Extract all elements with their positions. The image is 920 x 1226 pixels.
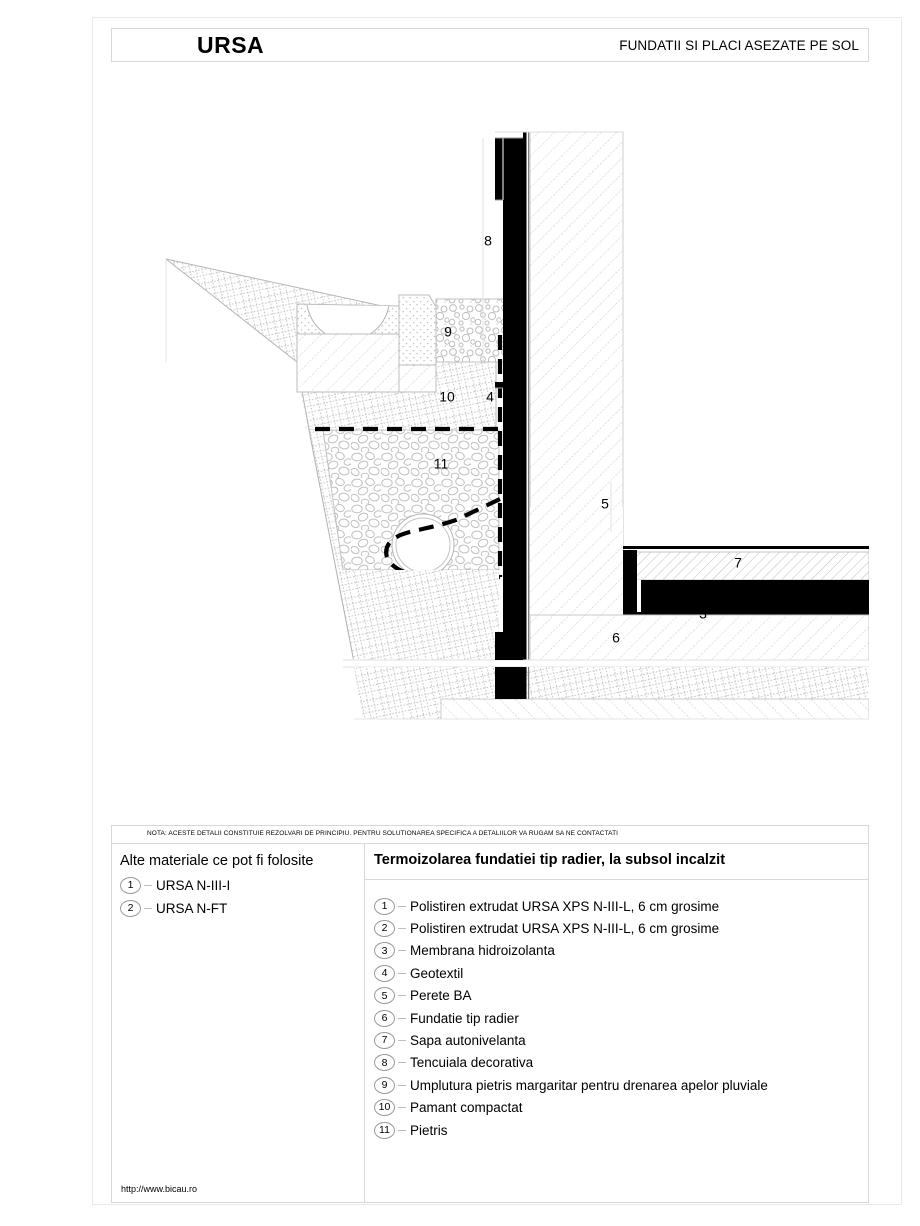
legend-item-bullet: 11 <box>374 1121 395 1139</box>
legend-item-label: Pietris <box>410 1122 448 1138</box>
legend-item-dash <box>398 1129 406 1131</box>
alternative-material-dash <box>144 885 152 886</box>
legend-item-dash <box>398 995 406 997</box>
subbase-below <box>354 667 869 723</box>
legend-item-row: 4 Geotextil <box>374 962 768 984</box>
legend-item-label: Geotextil <box>410 965 464 981</box>
alternative-materials-list: 1 URSA N-III-I 2 URSA N-FT <box>120 874 230 920</box>
interior-floor-buildup <box>623 546 869 617</box>
title-bar: URSA FUNDATII SI PLACI ASEZATE PE SOL <box>111 28 869 62</box>
insulation-step-outline <box>495 137 523 389</box>
legend-item-row: 3 Membrana hidroizolanta <box>374 940 768 962</box>
insulation-above-break <box>495 632 523 660</box>
legend-item-bullet: 2 <box>374 920 395 938</box>
legend-item-label: Membrana hidroizolanta <box>410 943 555 959</box>
legend-item-bullet: 5 <box>374 987 395 1005</box>
brand-logo: URSA <box>197 32 265 58</box>
technical-drawing-canvas: 8 9 10 4 11 3 5 7 3 6 <box>111 62 869 825</box>
waterproof-membrane-vertical <box>523 132 530 672</box>
legend-item-dash <box>398 950 406 952</box>
legend-item-label: Perete BA <box>410 988 472 1004</box>
legend-item-row: 7 Sapa autonivelanta <box>374 1029 768 1051</box>
drawing-callout-11: 11 <box>434 456 449 472</box>
drawing-callout-5: 5 <box>601 496 609 512</box>
alternative-material-dash <box>144 908 152 909</box>
drawing-callout-8: 8 <box>484 233 492 249</box>
legend-item-label: Fundatie tip radier <box>410 1010 519 1026</box>
insulation-below-break <box>495 667 530 699</box>
drawing-callout-9: 9 <box>444 324 452 340</box>
concrete-gutter <box>296 294 437 393</box>
detail-title-divider <box>365 879 869 880</box>
drawing-callout-3: 3 <box>699 606 707 622</box>
note-text: NOTA: ACESTE DETALII CONSTITUIE REZOLVAR… <box>147 830 619 837</box>
legend-item-label: Sapa autonivelanta <box>410 1033 526 1049</box>
legend-item-label: Polistiren extrudat URSA XPS N-III-L, 6 … <box>410 921 720 937</box>
legend-item-dash <box>398 1107 406 1109</box>
break-line-upper <box>343 659 869 668</box>
drawing-callout-4: 4 <box>486 389 494 405</box>
earth-under-slab <box>343 570 499 662</box>
legend-item-dash <box>398 972 406 974</box>
legend-item-dash <box>398 1062 406 1064</box>
alternative-material-row: 2 URSA N-FT <box>120 897 230 920</box>
footer-url[interactable]: http://www.bicau.ro <box>121 1184 198 1194</box>
detail-title: Termoizolarea fundatiei tip radier, la s… <box>374 852 726 868</box>
legend-item-bullet: 9 <box>374 1076 395 1094</box>
legend-item-row: 10 Pamant compactat <box>374 1097 768 1119</box>
legend-item-bullet: 6 <box>374 1009 395 1027</box>
legend-item-dash <box>398 1084 406 1086</box>
note-strip: NOTA: ACESTE DETALII CONSTITUIE REZOLVAR… <box>111 825 869 844</box>
legend-item-dash <box>398 1017 406 1019</box>
legend-item-dash <box>398 905 406 907</box>
alternative-material-bullet: 1 <box>120 877 141 894</box>
legend-item-row: 1 Polistiren extrudat URSA XPS N-III-L, 6… <box>374 895 768 917</box>
alternative-material-label: URSA N-III-I <box>156 878 231 893</box>
construction-detail-svg: 8 9 10 4 11 3 5 7 3 6 <box>165 131 869 725</box>
legend-item-row: 2 Polistiren extrudat URSA XPS N-III-L, 6… <box>374 917 768 939</box>
legend-item-row: 5 Perete BA <box>374 985 768 1007</box>
drawing-callout-6: 6 <box>612 630 620 646</box>
alternative-materials-heading: Alte materiale ce pot fi folosite <box>120 853 314 869</box>
legend-item-dash <box>398 928 406 930</box>
drawing-callout-3: 3 <box>517 521 525 537</box>
legend-item-row: 9 Umplutura pietris margaritar pentru dre… <box>374 1074 768 1096</box>
sheet-title: FUNDATII SI PLACI ASEZATE PE SOL <box>619 38 859 53</box>
drawing-callout-10: 10 <box>439 389 455 405</box>
legend-item-label: Umplutura pietris margaritar pentru dren… <box>410 1077 768 1093</box>
callout-number-layer: 8 9 10 4 11 3 5 7 3 6 <box>434 233 742 646</box>
legend-item-bullet: 4 <box>374 964 395 982</box>
legend-item-bullet: 3 <box>374 942 395 960</box>
xps-insulation-vertical <box>495 138 523 662</box>
drawing-callout-7: 7 <box>734 555 742 571</box>
break-line-lower <box>354 718 869 725</box>
legend-item-row: 6 Fundatie tip radier <box>374 1007 768 1029</box>
legend-item-row: 8 Tencuiala decorativa <box>374 1052 768 1074</box>
detail-legend-panel: Termoizolarea fundatiei tip radier, la s… <box>365 844 869 1203</box>
legend-item-label: Polistiren extrudat URSA XPS N-III-L, 6 … <box>410 898 720 914</box>
alternative-material-bullet: 2 <box>120 900 141 917</box>
legend-item-bullet: 8 <box>374 1054 395 1072</box>
legend-item-dash <box>398 1040 406 1042</box>
legend-item-label: Pamant compactat <box>410 1100 523 1116</box>
legend-item-label: Tencuiala decorativa <box>410 1055 534 1071</box>
alternative-material-label: URSA N-FT <box>156 901 228 916</box>
legend-item-row: 11 Pietris <box>374 1119 768 1141</box>
alternative-material-row: 1 URSA N-III-I <box>120 874 230 897</box>
geotextile-drain-wrap <box>384 497 501 580</box>
legend-item-bullet: 10 <box>374 1099 395 1117</box>
legend-item-bullet: 1 <box>374 897 395 915</box>
legend-item-bullet: 7 <box>374 1032 395 1050</box>
